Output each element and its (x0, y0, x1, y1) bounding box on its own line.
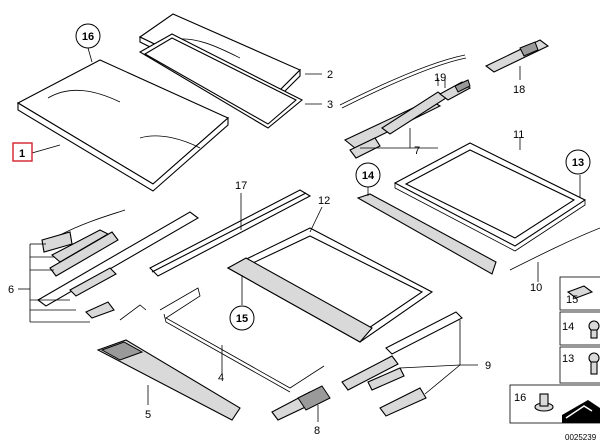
part-10-cable[interactable] (509, 227, 600, 271)
callout-15[interactable]: 15 (229, 305, 255, 331)
part-4-drain-frame[interactable] (159, 287, 325, 393)
svg-text:14: 14 (362, 170, 375, 182)
callout-7[interactable]: 7 (414, 145, 420, 157)
part-1-glass-panel[interactable] (16, 59, 230, 192)
callout-2[interactable]: 2 (327, 69, 333, 81)
callout-5[interactable]: 5 (145, 409, 151, 421)
svg-text:15: 15 (236, 313, 248, 325)
callout-13[interactable]: 13 (565, 149, 591, 175)
callout-17[interactable]: 17 (235, 180, 247, 192)
callout-18[interactable]: 18 (513, 84, 525, 96)
callout-16[interactable]: 16 (75, 23, 101, 49)
legend-panel: 15 14 13 16 (509, 276, 600, 424)
part-8-motor[interactable] (271, 385, 331, 421)
callout-8[interactable]: 8 (314, 425, 320, 437)
part-5-cover-strip[interactable] (96, 339, 241, 421)
callout-4[interactable]: 4 (218, 372, 224, 384)
leader-lines (18, 47, 581, 422)
part-7-mechanism[interactable] (343, 79, 472, 159)
svg-text:1: 1 (19, 148, 25, 160)
document-id: 0025239 (565, 433, 597, 442)
callout-11[interactable]: 11 (513, 129, 524, 141)
svg-text:13: 13 (572, 157, 584, 169)
part-12-sunblind[interactable] (226, 227, 434, 343)
legend-15[interactable]: 15 (566, 294, 578, 306)
callout-6[interactable]: 6 (8, 284, 14, 296)
callout-10[interactable]: 10 (530, 282, 542, 294)
part-14-deflector[interactable] (356, 193, 497, 275)
part-6-rail-group[interactable] (37, 209, 199, 321)
callout-19[interactable]: 19 (434, 72, 446, 84)
callout-1-highlighted[interactable]: 1 (12, 142, 33, 162)
legend-14[interactable]: 14 (562, 321, 574, 333)
legend-16[interactable]: 16 (514, 392, 526, 404)
part-11-frame[interactable] (393, 142, 587, 252)
callout-9[interactable]: 9 (485, 360, 491, 372)
legend-13[interactable]: 13 (562, 353, 574, 365)
part-17-rail[interactable] (149, 189, 312, 277)
svg-text:16: 16 (82, 31, 94, 43)
callout-3[interactable]: 3 (327, 99, 333, 111)
part-9-mechanism[interactable] (341, 311, 463, 417)
callout-14[interactable]: 14 (355, 162, 381, 188)
part-18-bracket[interactable] (484, 39, 550, 73)
callout-12[interactable]: 12 (318, 195, 330, 207)
part-3-seal[interactable] (138, 33, 303, 129)
part-19-cable[interactable] (339, 54, 467, 109)
